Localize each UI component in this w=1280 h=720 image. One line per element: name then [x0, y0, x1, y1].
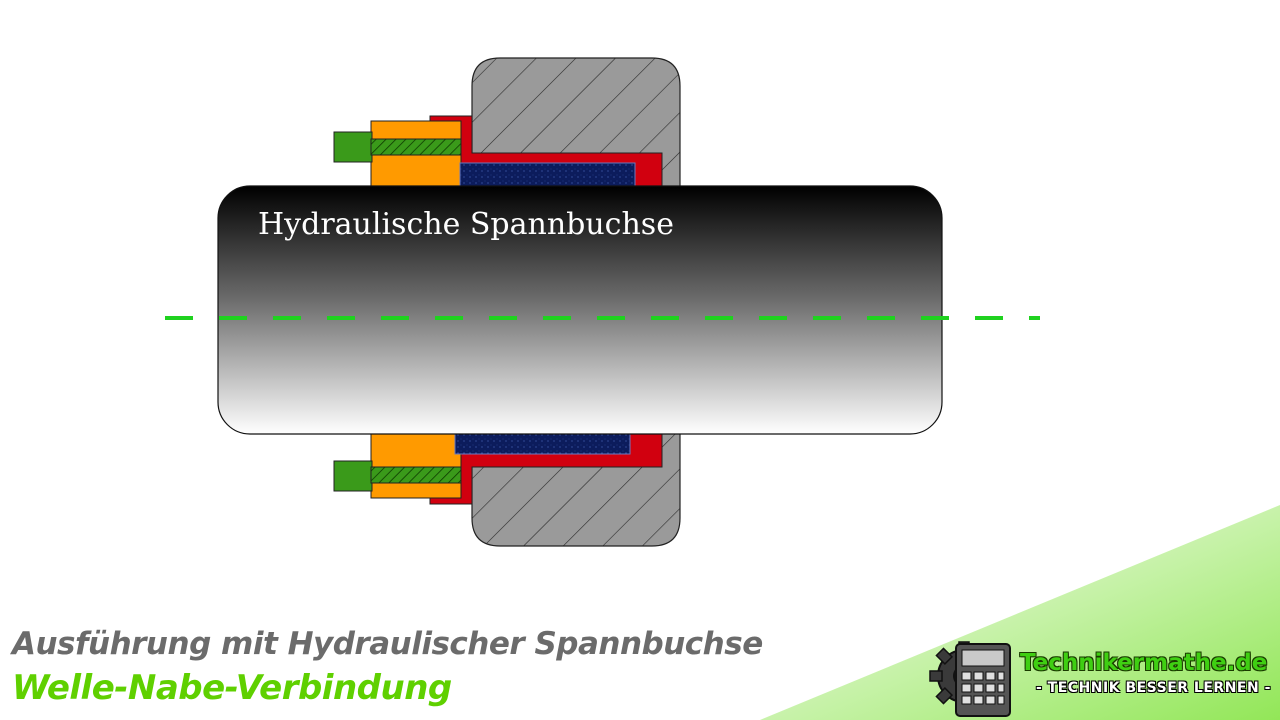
page-title: Welle-Nabe-Verbindung: [12, 668, 452, 708]
page-subtitle: Ausführung mit Hydraulischer Spannbuchse: [12, 626, 763, 662]
screw-head-top: [333, 131, 373, 163]
calculator-gear-logo-icon: [929, 641, 1011, 717]
brand-tagline: - TECHNIK BESSER LERNEN -: [1036, 680, 1271, 696]
brand-name: Technikermathe.de: [1020, 650, 1268, 676]
screw-thread-bottom: [370, 466, 462, 484]
shaft-label: Hydraulische Spannbuchse: [258, 207, 674, 242]
screw-head-bottom: [333, 460, 373, 492]
shaft: [217, 185, 943, 435]
screw-thread-top: [370, 138, 462, 156]
clamping-ring-bottom: [370, 433, 462, 499]
pressure-chamber-bottom: [454, 433, 631, 455]
pressure-chamber-top: [459, 162, 636, 187]
